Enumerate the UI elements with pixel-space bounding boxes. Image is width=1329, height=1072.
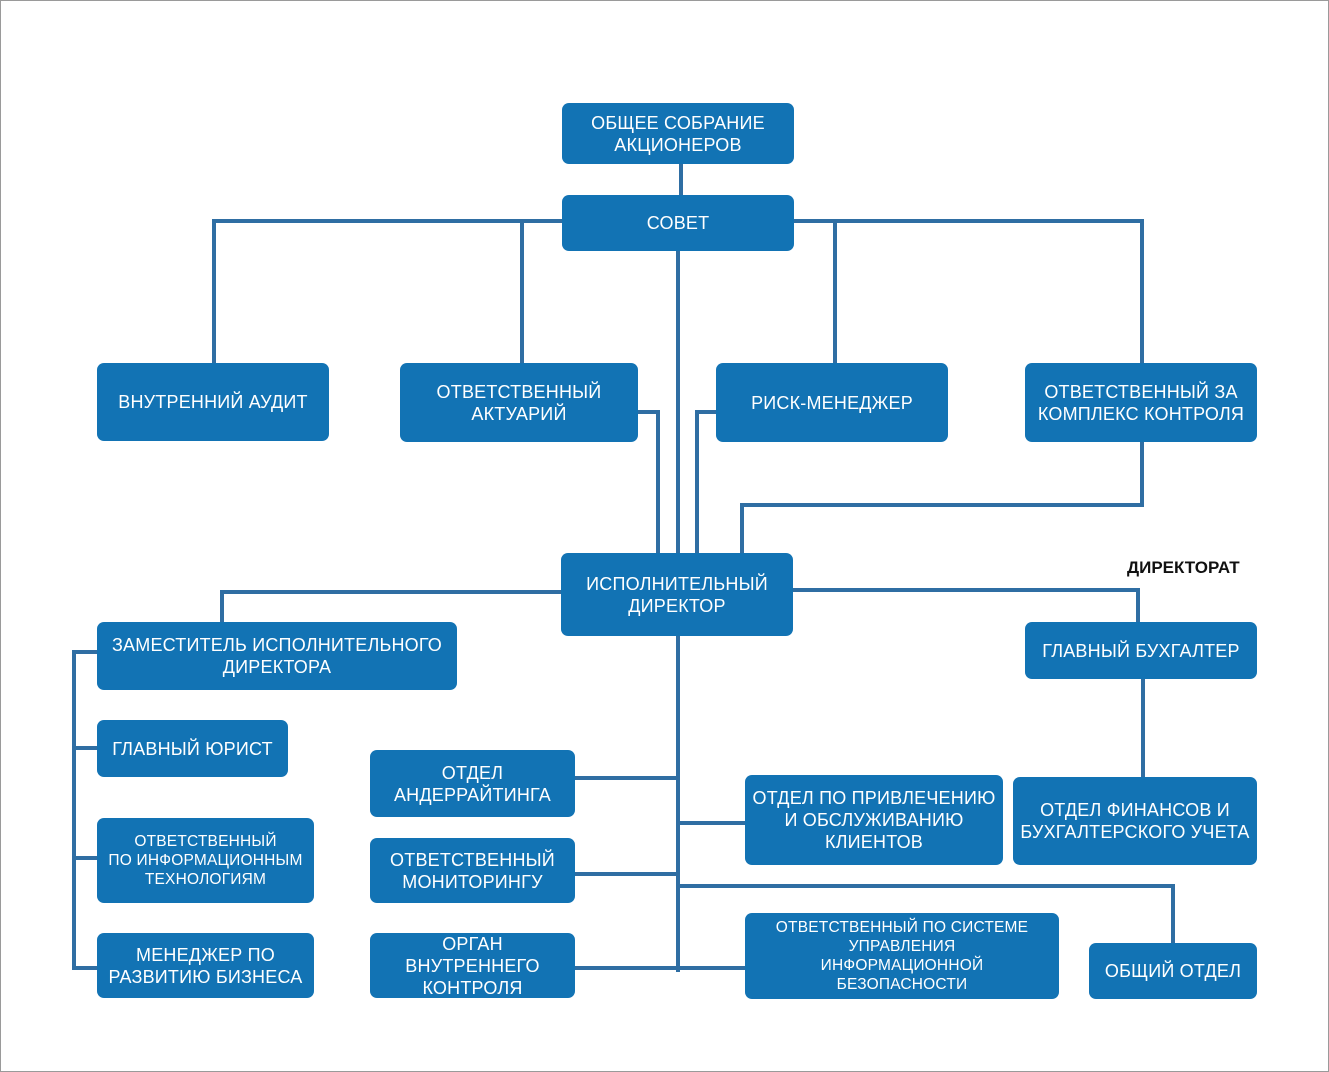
it-responsible-node: ОТВЕТСТВЕННЫЙ ПО ИНФОРМАЦИОННЫМ ТЕХНОЛОГ… (97, 818, 314, 903)
biz-dev-manager-node: МЕНЕДЖЕР ПО РАЗВИТИЮ БИЗНЕСА (97, 933, 314, 998)
council-node: СОВЕТ (562, 195, 794, 251)
actuary-node: ОТВЕТСТВЕННЫЙ АКТУАРИЙ (400, 363, 638, 442)
chief-accountant-node: ГЛАВНЫЙ БУХГАЛТЕР (1025, 622, 1257, 679)
infosec-node: ОТВЕТСТВЕННЫЙ ПО СИСТЕМЕ УПРАВЛЕНИЯ ИНФО… (745, 913, 1059, 999)
risk-manager-node: РИСК-МЕНЕДЖЕР (716, 363, 948, 442)
directorate-label: ДИРЕКТОРАТ (1127, 558, 1240, 577)
deputy-director-node: ЗАМЕСТИТЕЛЬ ИСПОЛНИТЕЛЬНОГО ДИРЕКТОРА (97, 622, 457, 690)
control-complex-node: ОТВЕТСТВЕННЫЙ ЗА КОМПЛЕКС КОНТРОЛЯ (1025, 363, 1257, 442)
underwriting-node: ОТДЕЛ АНДЕРРАЙТИНГА (370, 750, 575, 817)
finance-dept-node: ОТДЕЛ ФИНАНСОВ И БУХГАЛТЕРСКОГО УЧЕТА (1013, 777, 1257, 865)
internal-audit-node: ВНУТРЕННИЙ АУДИТ (97, 363, 329, 441)
general-meeting-node: ОБЩЕЕ СОБРАНИЕ АКЦИОНЕРОВ (562, 103, 794, 164)
monitoring-node: ОТВЕТСТВЕННЫЙ МОНИТОРИНГУ (370, 838, 575, 903)
chief-lawyer-node: ГЛАВНЫЙ ЮРИСТ (97, 720, 288, 777)
client-dept-node: ОТДЕЛ ПО ПРИВЛЕЧЕНИЮ И ОБСЛУЖИВАНИЮ КЛИЕ… (745, 775, 1003, 865)
general-dept-node: ОБЩИЙ ОТДЕЛ (1089, 943, 1257, 999)
executive-director-node: ИСПОЛНИТЕЛЬНЫЙ ДИРЕКТОР (561, 553, 793, 636)
internal-control-body-node: ОРГАН ВНУТРЕННЕГО КОНТРОЛЯ (370, 933, 575, 998)
